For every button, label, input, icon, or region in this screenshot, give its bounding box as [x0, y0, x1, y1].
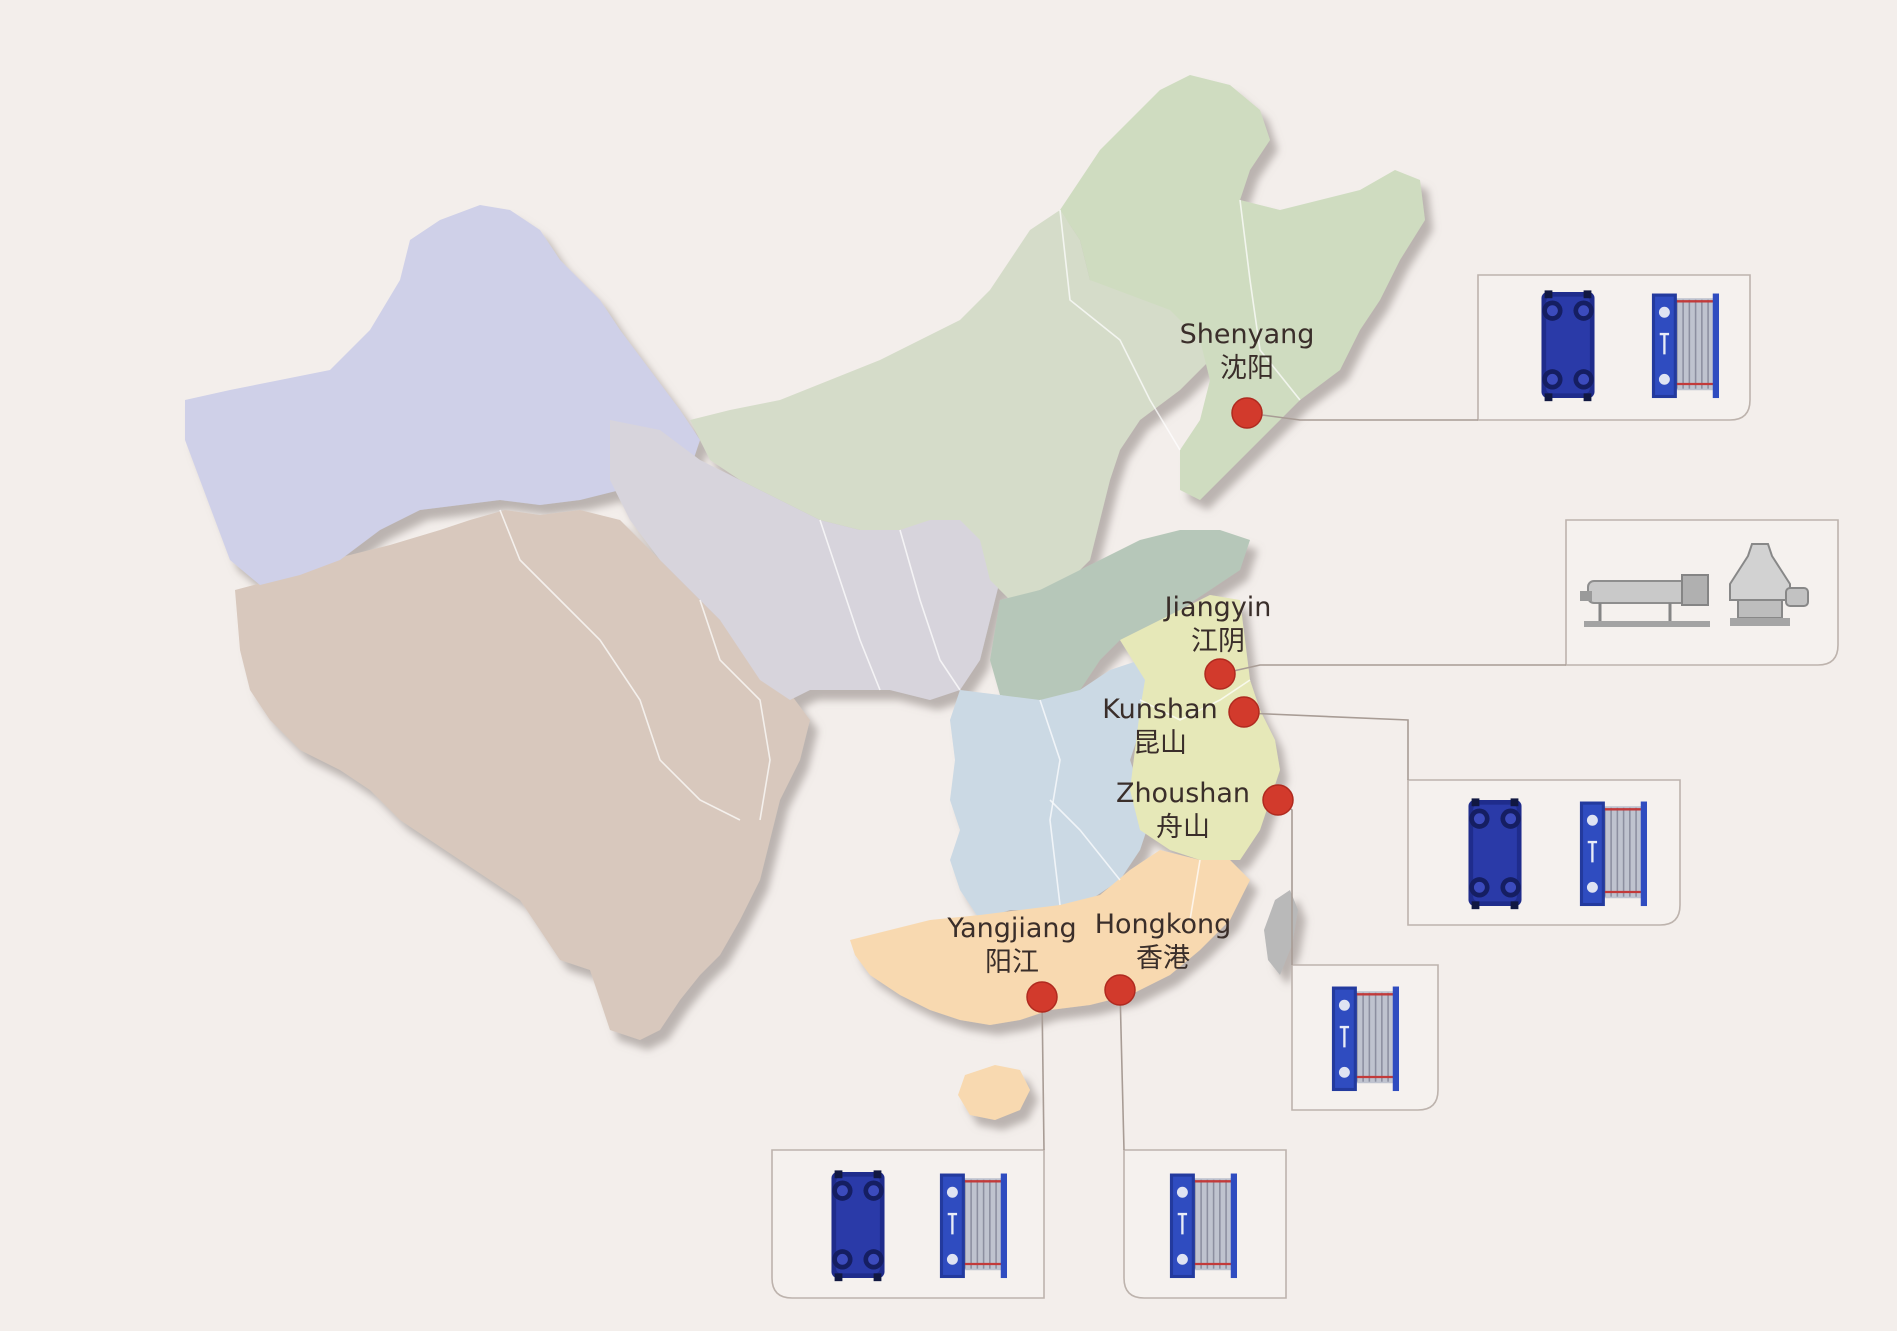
gasketed-plate-heat-exchanger-icon: [1541, 290, 1595, 402]
city-dot[interactable]: [1262, 784, 1294, 816]
city-dot[interactable]: [1104, 974, 1136, 1006]
city-name-zh: 昆山: [1133, 728, 1187, 759]
product-card-yangjiang: [771, 1149, 1045, 1299]
gasketed-plate-heat-exchanger-icon: [831, 1170, 885, 1282]
region-northwest: [185, 205, 700, 585]
disc-separator-icon: [1729, 543, 1809, 626]
city-name-zh: 阳江: [985, 947, 1039, 978]
region-south: [850, 850, 1250, 1025]
region-taiwan: [1264, 890, 1298, 975]
city-dot[interactable]: [1228, 696, 1260, 728]
city-hongkong: Hongkong 香港: [1095, 909, 1232, 1006]
china-map: [185, 75, 1425, 1120]
region-southwest: [235, 510, 810, 1040]
city-name-zh: 江阴: [1191, 626, 1245, 657]
region-east-coast: [1120, 595, 1280, 860]
city-dot[interactable]: [1231, 397, 1263, 429]
region-northeast: [1060, 75, 1425, 500]
frame-plate-heat-exchanger-icon: [1578, 800, 1649, 908]
city-name-en: Zhoushan: [1116, 778, 1250, 809]
product-card-hongkong: [1123, 1149, 1287, 1299]
city-name-zh: 沈阳: [1220, 353, 1274, 384]
decanter-centrifuge-icon: [1580, 574, 1710, 627]
city-jiangyin: Jiangyin 江阴: [1163, 592, 1272, 690]
frame-plate-heat-exchanger-icon: [1168, 1172, 1239, 1280]
city-name-zh: 舟山: [1156, 812, 1210, 843]
city-zhoushan: Zhoushan 舟山: [1116, 778, 1294, 843]
city-kunshan: Kunshan 昆山: [1102, 694, 1260, 759]
product-card-jiangyin: [1565, 519, 1839, 666]
product-card-shenyang: [1477, 274, 1751, 421]
product-card-kunshan: [1407, 779, 1681, 926]
region-hainan: [958, 1065, 1030, 1120]
frame-plate-heat-exchanger-icon: [1330, 985, 1401, 1093]
frame-plate-heat-exchanger-icon: [938, 1172, 1009, 1280]
city-name-en: Kunshan: [1102, 694, 1217, 725]
province-boundaries: [499, 199, 1301, 921]
product-card-zhoushan: [1291, 964, 1439, 1111]
frame-plate-heat-exchanger-icon: [1650, 292, 1721, 400]
region-shandong-henan: [990, 530, 1250, 700]
city-name-en: Jiangyin: [1163, 592, 1272, 623]
city-dot[interactable]: [1026, 981, 1058, 1013]
region-north-central: [610, 420, 1010, 700]
city-name-en: Hongkong: [1095, 909, 1232, 940]
city-shenyang: Shenyang 沈阳: [1180, 319, 1315, 429]
city-yangjiang: Yangjiang 阳江: [946, 913, 1077, 1013]
city-name-zh: 香港: [1136, 943, 1190, 974]
city-name-en: Shenyang: [1180, 319, 1315, 350]
city-dot[interactable]: [1204, 658, 1236, 690]
gasketed-plate-heat-exchanger-icon: [1468, 798, 1522, 910]
city-name-en: Yangjiang: [946, 913, 1076, 944]
